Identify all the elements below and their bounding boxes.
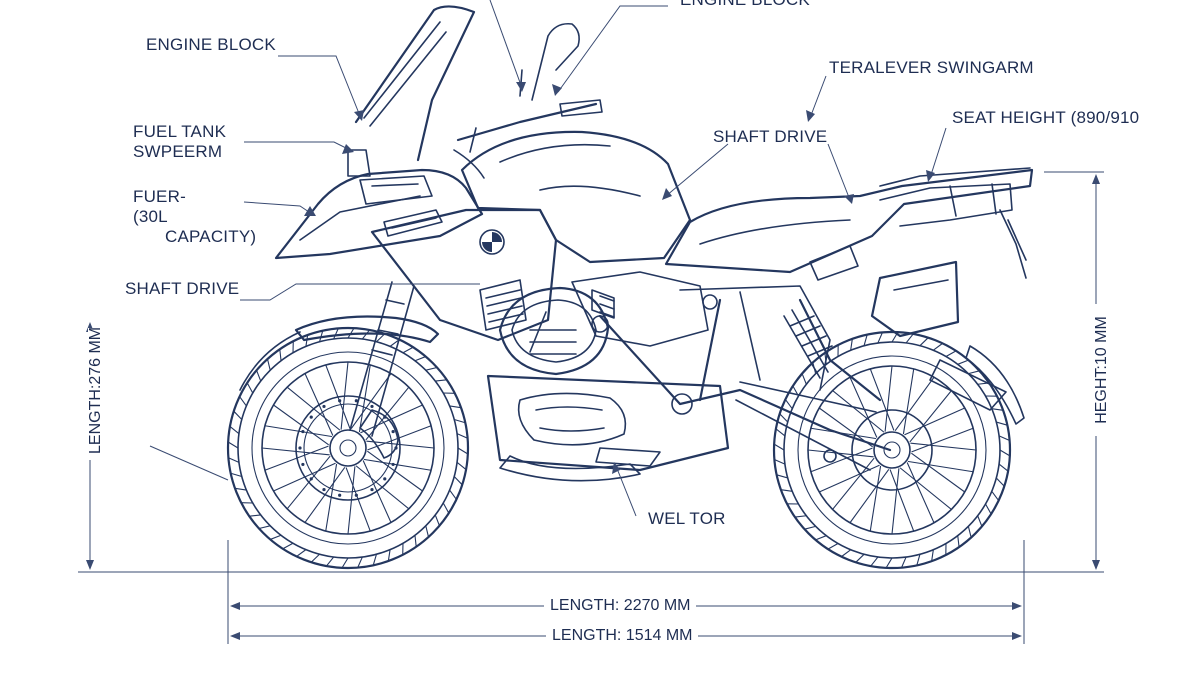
label-engine-block: ENGINE BLOCK (146, 35, 276, 54)
label-shaft-drive-left: SHAFT DRIVE (125, 279, 240, 298)
front-fork (239, 281, 440, 437)
engine (479, 271, 730, 472)
label-fuel-capacity-a: (30L (133, 207, 168, 226)
dimension-right-vertical: HEGHT:10 MM (1093, 304, 1110, 436)
label-wheel-tor: WEL TOR (648, 509, 726, 528)
front-wheel (226, 326, 470, 570)
front-fairing (274, 5, 558, 342)
label-fuel-tank: FUEL TANK (133, 122, 227, 141)
label-engine-block-top: ENGINE BLOCK (680, 0, 810, 8)
label-seat-height: SEAT HEIGHT (890/910 (952, 108, 1140, 127)
label-shaft-drive-right: SHAFT DRIVE (713, 127, 828, 146)
seat-and-tail (664, 167, 1034, 338)
frame-swingarm (499, 285, 1025, 482)
dimension-length-bottom: LENGTH: 1514 MM (546, 628, 699, 644)
fuel-tank (453, 22, 692, 264)
logo-roundel (479, 229, 505, 255)
dimension-left-vertical: LENGTH:276 MM (87, 327, 104, 460)
rear-wheel (772, 330, 1012, 570)
label-teralever-swingarm: TERALEVER SWINGARM (829, 58, 1034, 77)
leader-lines (149, 0, 947, 517)
label-fuel-tank-sub: SWPEERM (133, 142, 223, 161)
label-fuel-capacity-b: CAPACITY) (165, 227, 257, 246)
label-fuel: FUER- (133, 187, 186, 206)
dimension-length-top: LENGTH: 2270 MM (544, 598, 697, 614)
